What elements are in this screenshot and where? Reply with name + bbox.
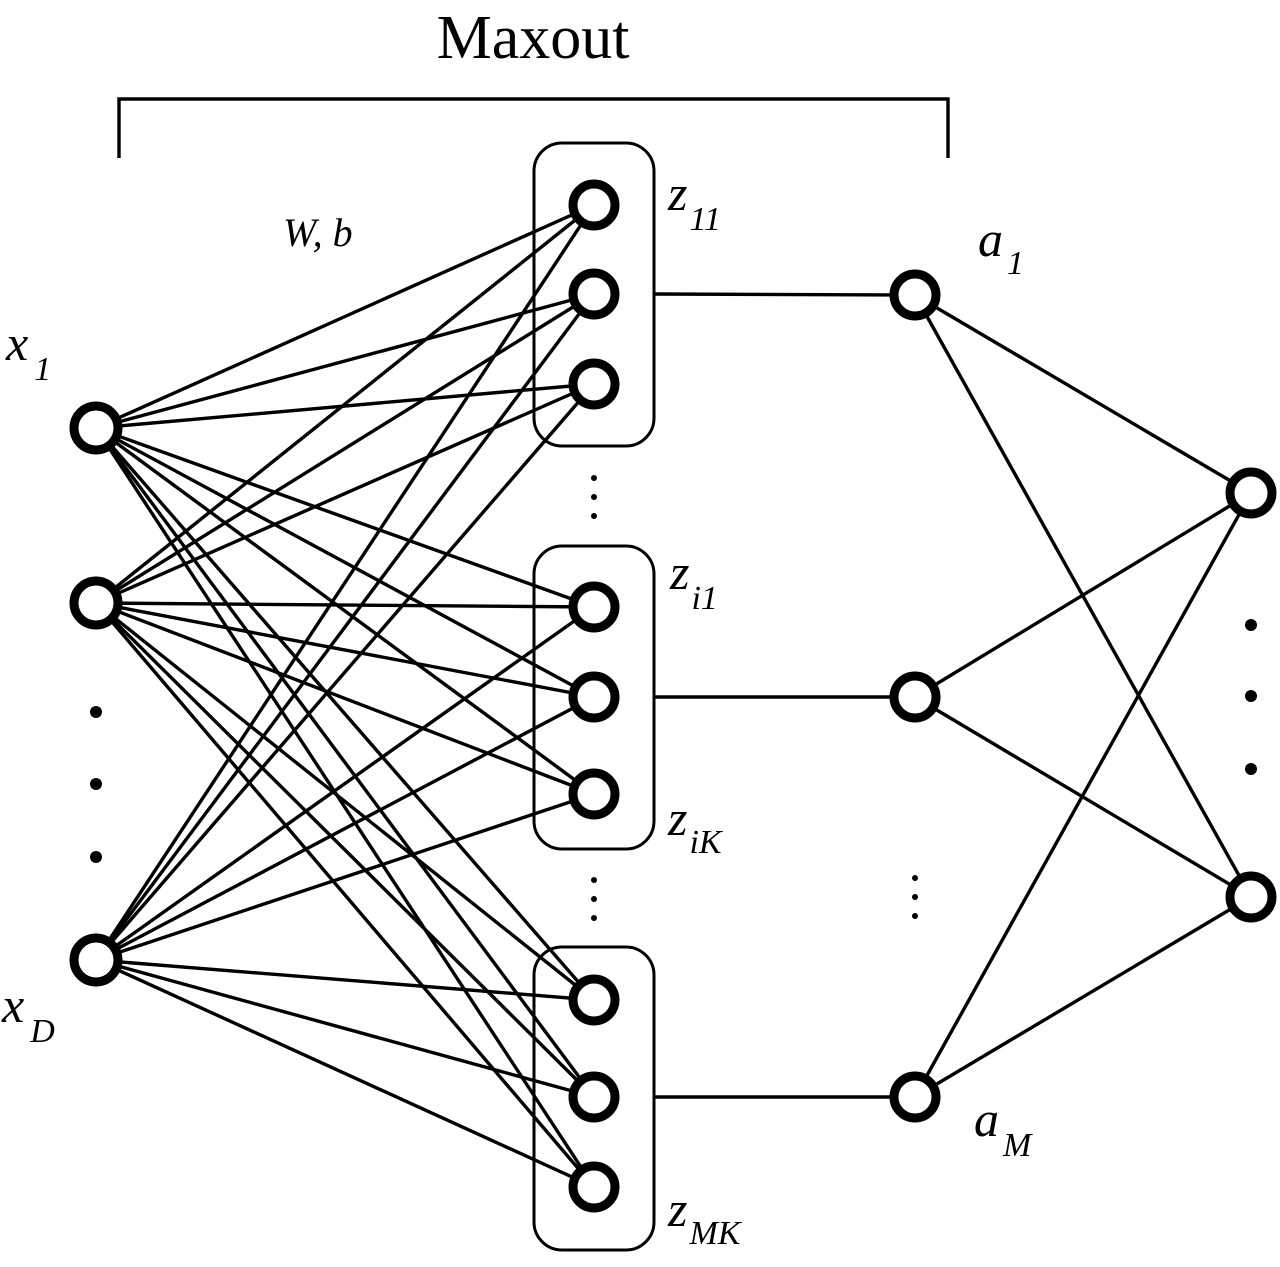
input-hidden-edge: [95, 292, 595, 605]
group-maxout-edge: [653, 292, 916, 297]
hidden-label-z11: z11: [667, 165, 721, 238]
input-hidden-edge: [94, 601, 596, 1189]
hidden-node: [568, 768, 620, 820]
title: Maxout: [437, 4, 630, 72]
input-hidden-edge: [95, 292, 595, 430]
weights-label: W, b: [283, 210, 353, 255]
input-hidden-edge: [94, 426, 596, 1002]
input-hidden-edge: [94, 427, 596, 1188]
input-hidden-edge: [95, 601, 595, 609]
input-hidden-edge: [94, 382, 596, 962]
input-hidden-edge: [95, 792, 595, 962]
hidden-node: [568, 358, 620, 410]
output-ellipsis: [1245, 619, 1257, 775]
input-hidden-edge: [94, 204, 596, 961]
input-node: [69, 401, 123, 455]
input-hidden-edge: [95, 958, 595, 1099]
input-hidden-edge: [95, 601, 595, 796]
maxout-ellipsis: [912, 875, 918, 919]
maxout-group-i: [532, 544, 656, 851]
input-hidden-edge: [94, 426, 596, 796]
output-node: [1225, 871, 1277, 923]
output-node: [1225, 467, 1277, 519]
hidden-node: [568, 1161, 620, 1213]
connection-lines: [94, 203, 1253, 1189]
hidden-ellipsis-upper: [591, 475, 597, 519]
input-node: [69, 933, 123, 987]
hidden-label-ziK: ziK: [667, 790, 724, 861]
maxout-node: [889, 671, 941, 723]
hidden-node: [568, 671, 620, 723]
maxout-bracket: [117, 97, 950, 158]
hidden-node: [568, 179, 620, 231]
input-hidden-edge: [95, 382, 595, 605]
hidden-node: [568, 974, 620, 1026]
input-hidden-edge: [94, 203, 596, 605]
input-hidden-edge: [95, 958, 595, 1002]
network-nodes: [69, 179, 1277, 1213]
input-hidden-edge: [95, 695, 595, 962]
input-hidden-edge: [94, 426, 596, 1099]
maxout-output-edge: [914, 491, 1252, 699]
input-hidden-edge: [95, 601, 595, 699]
input-node: [69, 576, 123, 630]
hidden-ellipsis-lower: [591, 877, 597, 921]
input-hidden-edge: [95, 203, 595, 430]
hidden-node: [568, 1071, 620, 1123]
maxout-output-edge: [914, 293, 1252, 495]
hidden-node: [568, 581, 620, 633]
maxout-node: [889, 1071, 941, 1123]
input-hidden-edge: [95, 958, 595, 1189]
input-hidden-edge: [95, 605, 595, 962]
input-hidden-edge: [95, 426, 595, 609]
input-hidden-edge: [95, 426, 595, 699]
input-ellipsis: [90, 706, 102, 863]
input-hidden-edge: [94, 601, 596, 1099]
input-hidden-edge: [94, 601, 596, 1002]
hidden-node: [568, 268, 620, 320]
maxout-group-1: [532, 141, 656, 448]
input-hidden-edge: [94, 292, 596, 962]
hidden-label-zMK: zMK: [667, 1181, 743, 1252]
hidden-label-zi1: zi1: [669, 544, 718, 617]
maxout-output-edge: [914, 895, 1252, 1099]
maxout-group-m: [532, 945, 656, 1252]
maxout-output-edge: [913, 492, 1253, 1098]
maxout-node: [889, 269, 941, 321]
